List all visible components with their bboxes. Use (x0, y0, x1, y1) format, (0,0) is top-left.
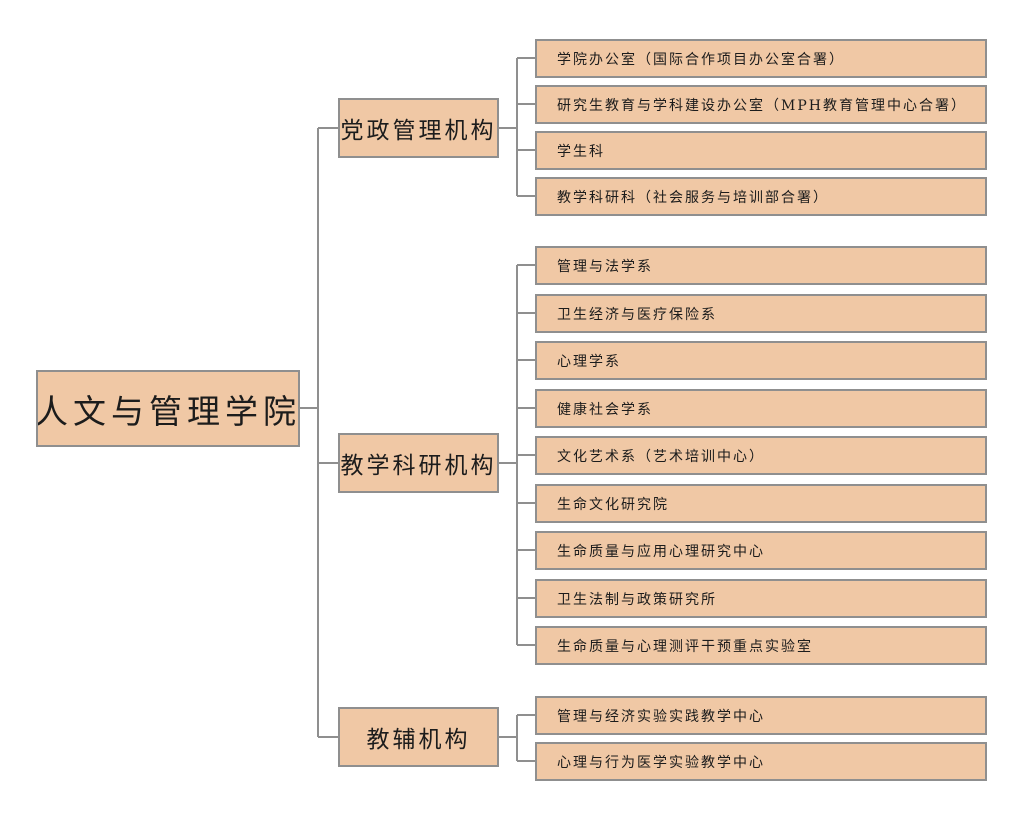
unit-life-quality-lab: 生命质量与心理测评干预重点实验室 (535, 626, 987, 665)
org-root-box: 人文与管理学院 (36, 370, 300, 447)
unit-culture-art-dept: 文化艺术系（艺术培训中心） (535, 436, 987, 475)
unit-teaching-research-section: 教学科研科（社会服务与培训部合署） (535, 177, 987, 216)
category-teaching-support: 教辅机构 (338, 707, 499, 767)
unit-health-economics-dept: 卫生经济与医疗保险系 (535, 294, 987, 333)
unit-health-sociology-dept: 健康社会学系 (535, 389, 987, 428)
unit-college-office: 学院办公室（国际合作项目办公室合署） (535, 39, 987, 78)
unit-management-economics-lab-center: 管理与经济实验实践教学中心 (535, 696, 987, 735)
unit-psych-behavior-lab-center: 心理与行为医学实验教学中心 (535, 742, 987, 781)
unit-life-quality-psych-center: 生命质量与应用心理研究中心 (535, 531, 987, 570)
unit-graduate-office: 研究生教育与学科建设办公室（MPH教育管理中心合署） (535, 85, 987, 124)
unit-student-section: 学生科 (535, 131, 987, 170)
unit-management-law-dept: 管理与法学系 (535, 246, 987, 285)
unit-psychology-dept: 心理学系 (535, 341, 987, 380)
category-teaching-research: 教学科研机构 (338, 433, 499, 493)
unit-health-law-policy-institute: 卫生法制与政策研究所 (535, 579, 987, 618)
unit-life-culture-institute: 生命文化研究院 (535, 484, 987, 523)
category-party-admin: 党政管理机构 (338, 98, 499, 158)
